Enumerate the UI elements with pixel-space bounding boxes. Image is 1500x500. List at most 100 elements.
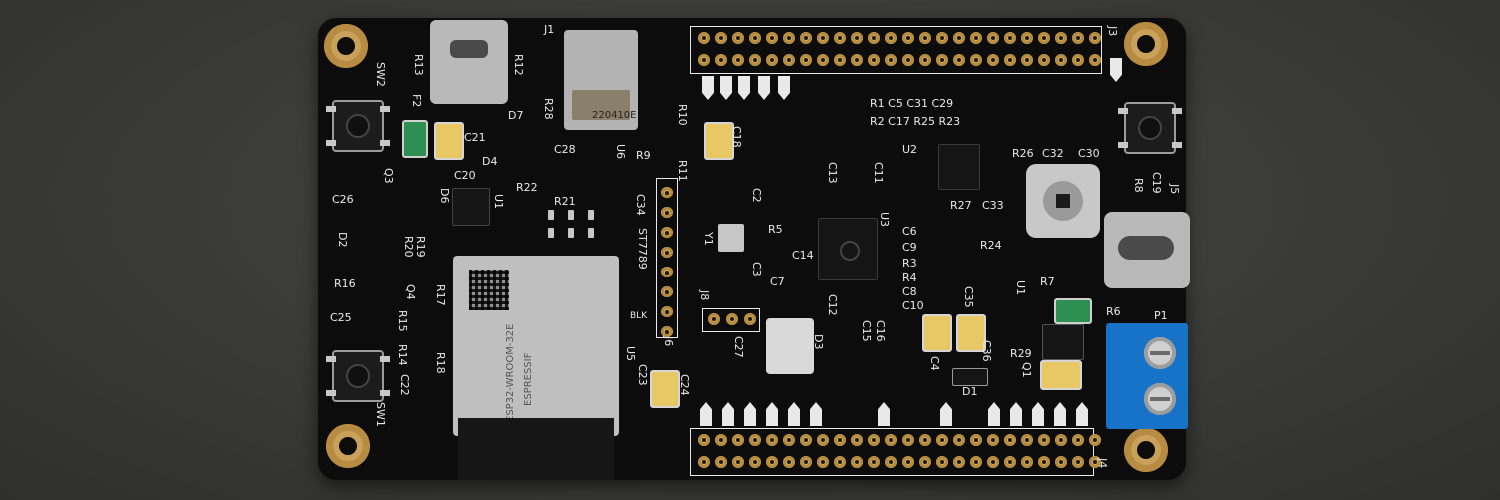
crystal-y1	[718, 224, 744, 252]
label-c10: C10	[902, 299, 924, 312]
tantalum-capacitor-c18	[704, 122, 734, 160]
gpio-tab	[810, 402, 822, 426]
sd-card-slot[interactable]: 220410E	[564, 30, 638, 130]
label-r13: R13	[412, 54, 425, 76]
label-f2: F2	[410, 94, 423, 108]
smd-pad	[548, 228, 554, 238]
mounting-hole-bottom-right	[1124, 428, 1168, 472]
label-u2: U2	[902, 143, 918, 156]
label-c3: C3	[750, 262, 763, 277]
label-j6: J6	[662, 336, 675, 347]
tantalum-capacitor-power	[1040, 360, 1082, 390]
smd-pad	[568, 210, 574, 220]
label-c13: C13	[826, 162, 839, 184]
label-u5: U5	[624, 346, 637, 362]
label-c34: C34	[634, 194, 647, 216]
led-d3	[766, 318, 814, 374]
label-r14: R14	[396, 344, 409, 366]
header-j4-outline	[690, 428, 1094, 476]
label-j3: J3	[1106, 26, 1119, 37]
label-r27: R27	[950, 199, 972, 212]
gpio-tab	[758, 76, 770, 100]
pushbutton-sw2[interactable]	[326, 100, 390, 152]
label-r7: R7	[1040, 275, 1055, 288]
label-r-row1: R1 C5 C31 C29	[870, 97, 954, 110]
label-q1: Q1	[1020, 362, 1033, 378]
gpio-tab	[988, 402, 1000, 426]
label-c33: C33	[982, 199, 1004, 212]
gpio-tab	[778, 76, 790, 100]
label-c18: C18	[730, 126, 743, 148]
label-c7: C7	[770, 275, 785, 288]
label-d2: D2	[336, 232, 349, 248]
label-j8: J8	[698, 290, 711, 301]
label-r12: R12	[512, 54, 525, 76]
label-u1-left: U1	[492, 194, 505, 210]
header-j4-row-bottom	[698, 456, 1101, 468]
label-c27: C27	[732, 336, 745, 358]
screw-terminal-p1[interactable]	[1106, 323, 1188, 429]
joystick[interactable]	[1026, 164, 1100, 238]
label-r16: R16	[334, 277, 356, 290]
label-r17: R17	[434, 284, 447, 306]
gpio-tab	[1076, 402, 1088, 426]
label-r6: R6	[1106, 305, 1121, 318]
label-r3: R3	[902, 257, 917, 270]
antenna-area	[458, 418, 614, 480]
label-r-row2: R2 C17 R25 R23	[870, 115, 961, 128]
label-c30: C30	[1078, 147, 1100, 160]
label-j5: J5	[1168, 184, 1181, 195]
label-r5: R5	[768, 223, 783, 236]
pcb-board: J3 J4	[318, 18, 1190, 480]
label-c2: C2	[750, 188, 763, 203]
label-c25: C25	[330, 311, 352, 324]
smd-pad	[548, 210, 554, 220]
label-c22: C22	[398, 374, 411, 396]
gpio-tab	[878, 402, 890, 426]
label-c26: C26	[332, 193, 354, 206]
mcu-u3	[818, 218, 878, 280]
label-u1-right: U1	[1014, 280, 1027, 296]
mounting-hole-top-right	[1124, 22, 1168, 66]
label-c12: C12	[826, 294, 839, 316]
label-r19: R19	[414, 236, 427, 258]
label-u6: U6	[614, 144, 627, 160]
label-c35: C35	[962, 286, 975, 308]
label-c4: C4	[928, 356, 941, 371]
gpio-tab	[722, 402, 734, 426]
gpio-tab	[1110, 58, 1122, 82]
label-d1: D1	[962, 385, 978, 398]
sd-code: 220410E	[592, 110, 637, 121]
smd-pad	[588, 210, 594, 220]
header-j8-outline	[702, 308, 760, 332]
label-r21: R21	[554, 195, 576, 208]
label-c9: C9	[902, 241, 917, 254]
usb-c-connector-right[interactable]	[1104, 212, 1190, 288]
regulator	[1042, 324, 1084, 360]
pushbutton-sw3[interactable]	[1118, 102, 1182, 154]
header-j6	[656, 178, 678, 338]
label-c23: C23	[636, 364, 649, 386]
tantalum-capacitor-c4	[922, 314, 952, 352]
tantalum-capacitor-c21	[434, 122, 464, 160]
label-r24: R24	[980, 239, 1002, 252]
module-brand: ESPRESSIF	[523, 352, 534, 406]
label-j1: J1	[544, 23, 555, 36]
label-r29: R29	[1010, 347, 1032, 360]
diode-d1	[952, 368, 988, 386]
terminal-screw-1[interactable]	[1144, 337, 1176, 369]
fuse-near-r7	[1054, 298, 1092, 324]
mounting-hole-bottom-left	[326, 424, 370, 468]
label-p1: P1	[1154, 309, 1168, 322]
usb-c-connector-top[interactable]	[430, 20, 508, 104]
tantalum-capacitor-c35	[956, 314, 986, 352]
pushbutton-sw1[interactable]	[326, 350, 390, 402]
label-r10: R10	[676, 104, 689, 126]
terminal-screw-2[interactable]	[1144, 383, 1176, 415]
tantalum-capacitor-c24	[650, 370, 680, 408]
label-sw1: SW1	[374, 402, 387, 427]
label-r20: R20	[402, 236, 415, 258]
label-c11: C11	[872, 162, 885, 184]
header-j8-pins	[708, 313, 756, 325]
